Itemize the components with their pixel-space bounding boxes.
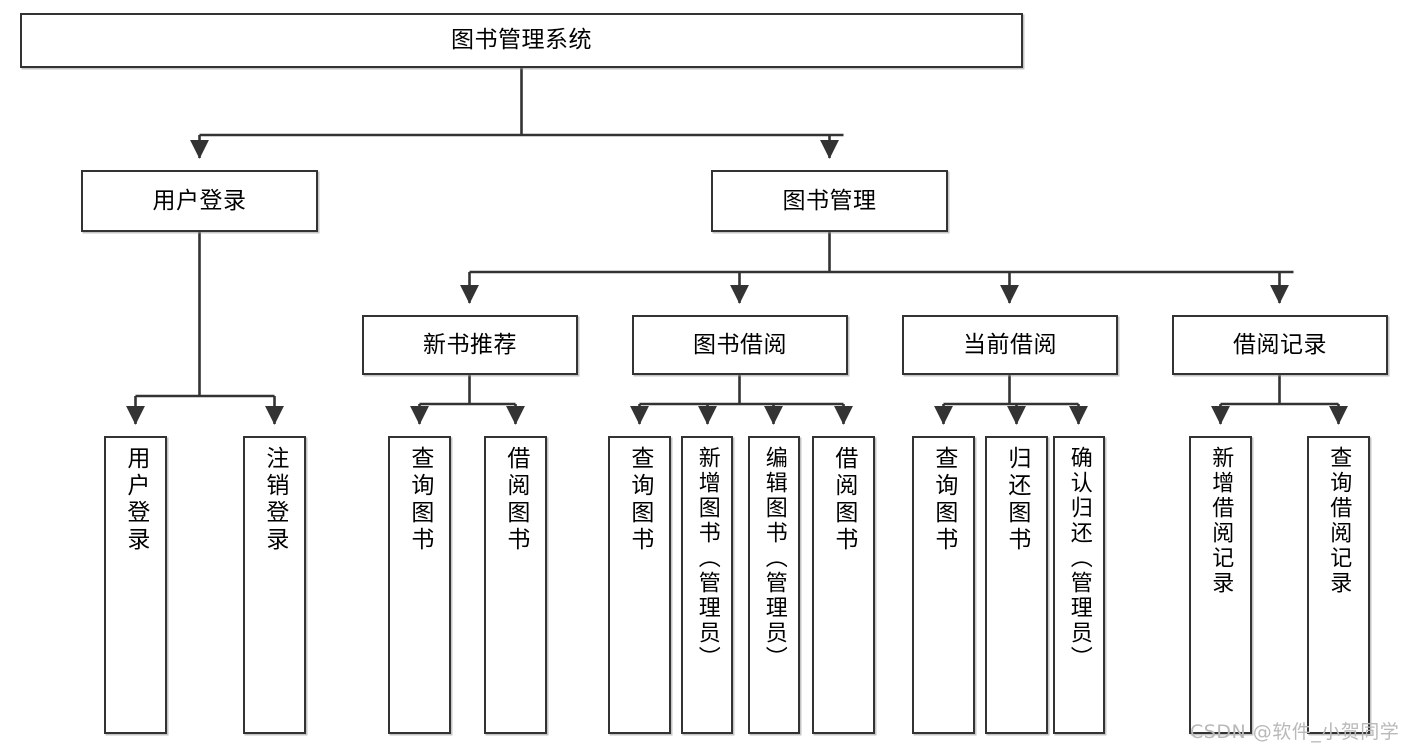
node-label: 编辑图书（管理员） <box>761 446 787 671</box>
node-label: 借阅图书 <box>502 446 529 554</box>
node-label: 图书借阅 <box>693 331 787 358</box>
node-label: 当前借阅 <box>963 331 1057 358</box>
leaf-logout[interactable]: 注销登录 <box>243 436 306 734</box>
node-book-manage[interactable]: 图书管理 <box>711 170 948 232</box>
node-label: 用户登录 <box>152 187 247 214</box>
leaf-edit-book-admin[interactable]: 编辑图书（管理员） <box>748 436 800 734</box>
leaf-add-book-admin[interactable]: 新增图书（管理员） <box>681 436 733 734</box>
node-borrow-record[interactable]: 借阅记录 <box>1172 315 1388 375</box>
leaf-query-book-current[interactable]: 查询图书 <box>912 436 975 734</box>
leaf-user-login[interactable]: 用户登录 <box>104 436 167 734</box>
node-new-book-recommend[interactable]: 新书推荐 <box>362 315 578 375</box>
leaf-borrow-book[interactable]: 借阅图书 <box>812 436 875 734</box>
leaf-return-book[interactable]: 归还图书 <box>985 436 1048 734</box>
node-book-borrow[interactable]: 图书借阅 <box>632 315 848 375</box>
node-label: 归还图书 <box>1003 446 1030 554</box>
node-label: 查询图书 <box>930 446 957 554</box>
node-current-borrow[interactable]: 当前借阅 <box>902 315 1118 375</box>
node-label: 新增借阅记录 <box>1208 446 1234 596</box>
leaf-borrow-book-recommend[interactable]: 借阅图书 <box>484 436 547 734</box>
csdn-watermark: CSDN @软件_小贺同学 <box>1190 721 1400 743</box>
node-label: 确认归还（管理员） <box>1066 446 1092 671</box>
node-label: 用户登录 <box>122 446 149 554</box>
leaf-query-book-recommend[interactable]: 查询图书 <box>388 436 451 734</box>
node-book-management-system[interactable]: 图书管理系统 <box>20 13 1023 68</box>
node-label: 图书管理系统 <box>451 27 592 54</box>
node-user-login[interactable]: 用户登录 <box>81 170 318 232</box>
node-label: 查询借阅记录 <box>1326 446 1352 596</box>
leaf-add-borrow-record[interactable]: 新增借阅记录 <box>1189 436 1252 734</box>
node-label: 注销登录 <box>261 446 288 554</box>
node-label: 新增图书（管理员） <box>694 446 720 671</box>
leaf-query-borrow-record[interactable]: 查询借阅记录 <box>1307 436 1370 734</box>
node-label: 借阅图书 <box>830 446 857 554</box>
leaf-query-book-borrow[interactable]: 查询图书 <box>608 436 671 734</box>
node-label: 查询图书 <box>626 446 653 554</box>
node-label: 新书推荐 <box>423 331 517 358</box>
leaf-confirm-return-admin[interactable]: 确认归还（管理员） <box>1053 436 1105 734</box>
node-label: 图书管理 <box>782 187 877 214</box>
node-label: 借阅记录 <box>1233 331 1327 358</box>
node-label: 查询图书 <box>406 446 433 554</box>
